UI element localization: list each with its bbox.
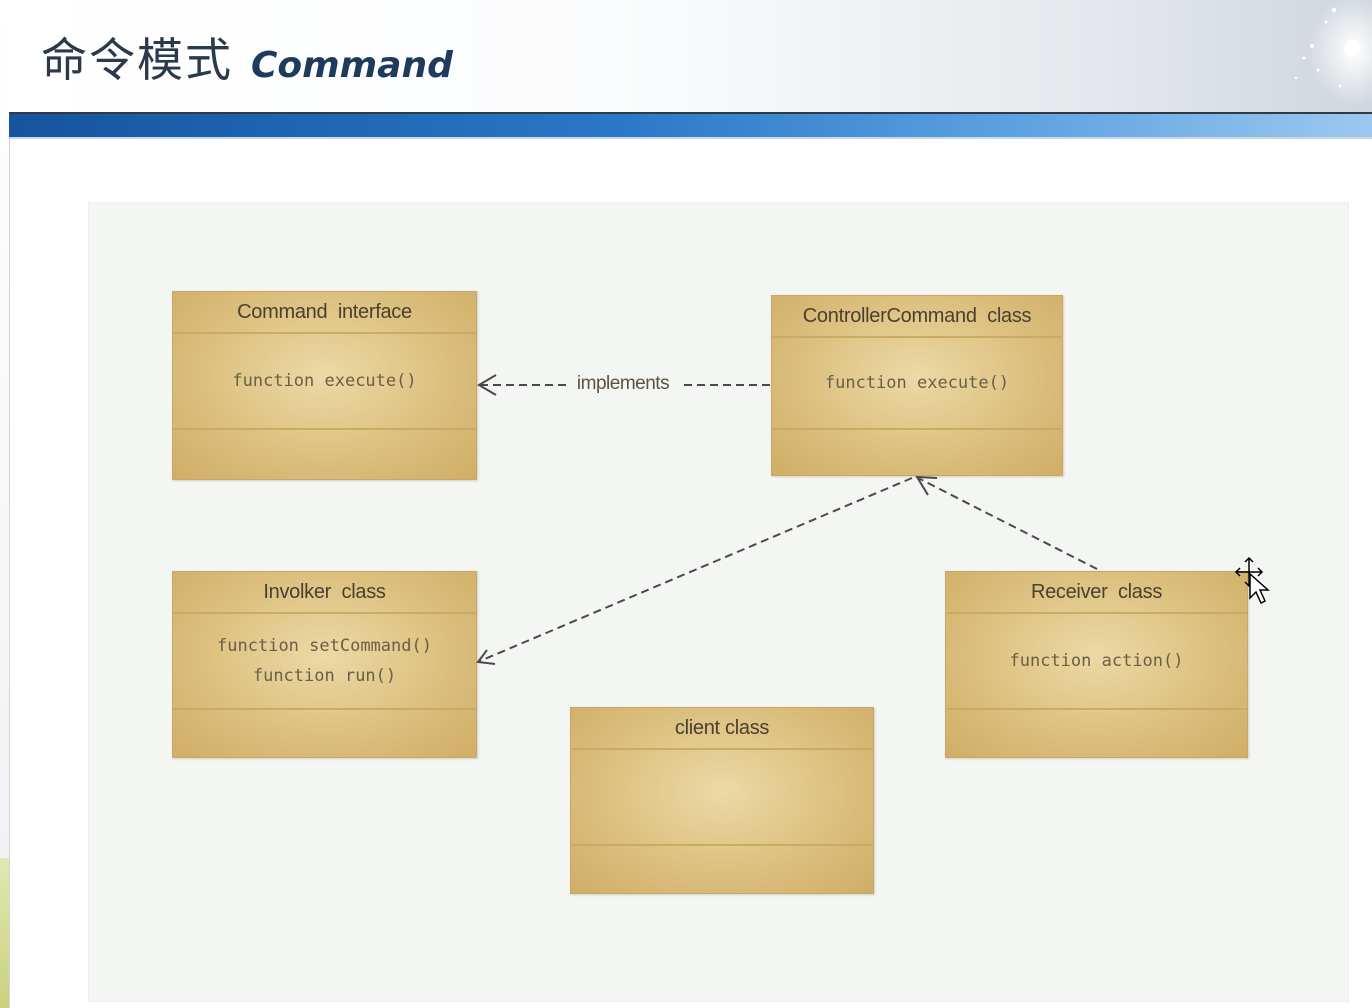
class-box-command-interface[interactable]: Command interface function execute(): [172, 291, 477, 480]
left-edge-accent: [0, 858, 9, 1008]
class-box-client[interactable]: client class: [570, 707, 874, 894]
relation-label-implements: implements: [576, 373, 670, 394]
header-accent-line: [9, 137, 1372, 139]
class-name: ControllerCommand class: [772, 296, 1062, 338]
method-label: function execute(): [232, 371, 417, 391]
class-methods: function execute(): [173, 334, 476, 430]
method-label: function execute(): [824, 373, 1010, 393]
sparkle-decoration-icon: [1282, 0, 1372, 112]
class-box-invoker[interactable]: Involker class function setCommand() fun…: [172, 571, 477, 758]
class-name: Involker class: [173, 572, 476, 614]
class-name: Command interface: [173, 292, 476, 334]
left-edge-strip: [0, 0, 10, 1008]
method-label: function action(): [1009, 651, 1184, 671]
class-methods: [571, 750, 873, 846]
slide-header: 命令模式 Command: [9, 0, 1372, 114]
header-accent-bar: [9, 114, 1372, 137]
class-box-controller-command[interactable]: ControllerCommand class function execute…: [771, 295, 1063, 476]
title-chinese: 命令模式: [41, 33, 233, 87]
title-english: Command: [251, 45, 453, 86]
method-label: function run(): [252, 666, 397, 686]
method-label: function setCommand(): [217, 636, 432, 656]
class-methods: function action(): [946, 614, 1247, 710]
class-name: client class: [571, 708, 873, 750]
class-methods: function setCommand() function run(): [173, 614, 476, 710]
move-cursor-icon: [1234, 556, 1270, 605]
class-box-receiver[interactable]: Receiver class function action(): [945, 571, 1248, 758]
class-name: Receiver class: [946, 572, 1247, 614]
class-methods: function execute(): [772, 338, 1062, 430]
page-title: 命令模式 Command: [41, 26, 453, 90]
